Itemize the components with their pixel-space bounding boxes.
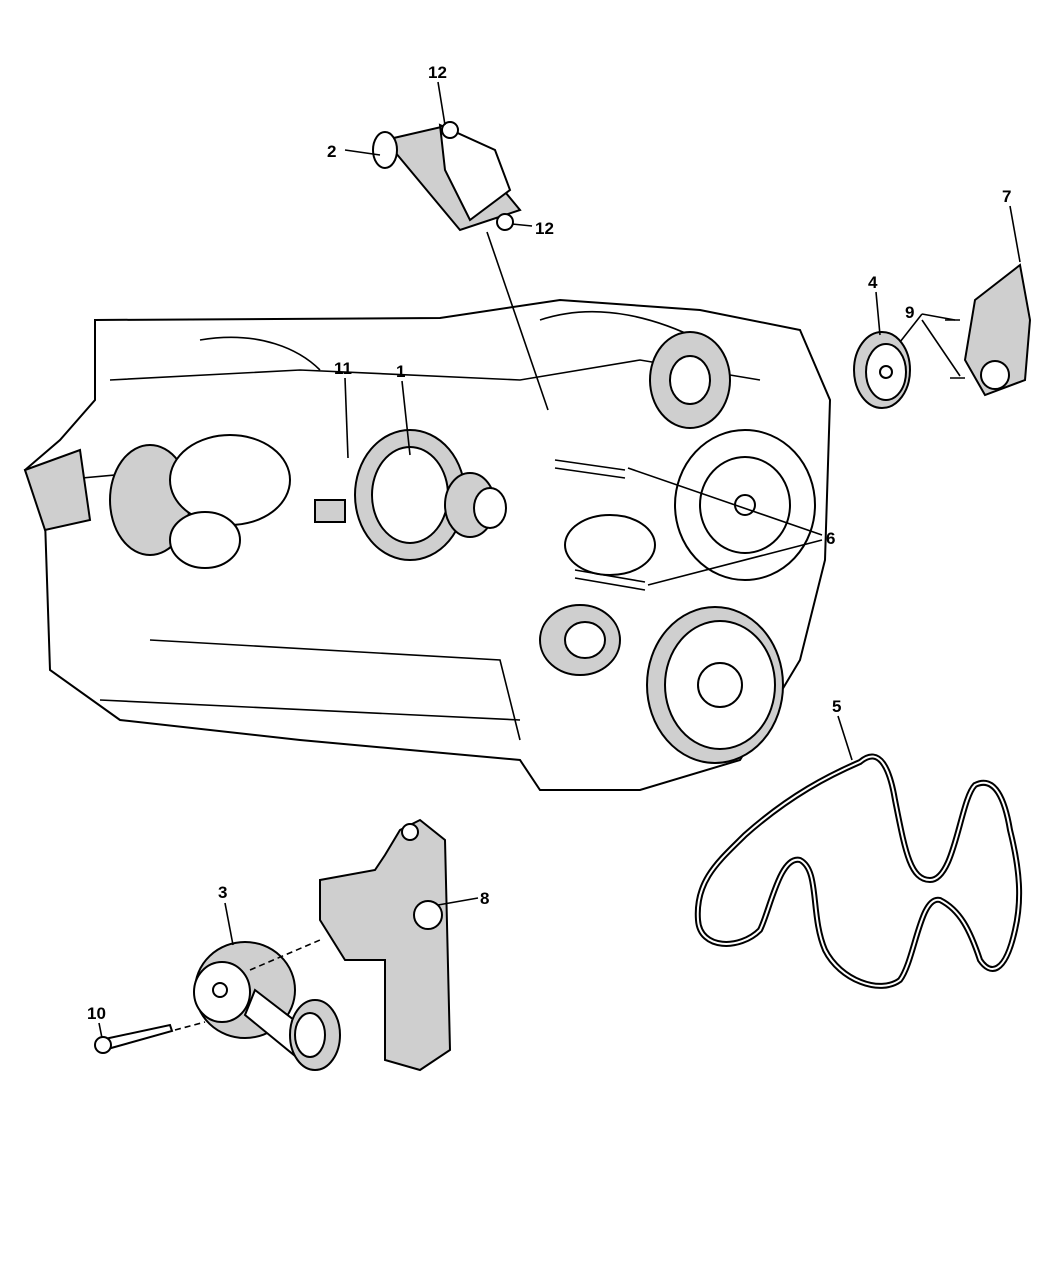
crankshaft-damper — [646, 606, 784, 764]
callout-5: 5 — [832, 697, 841, 716]
callout-6: 6 — [826, 529, 835, 548]
callout-10: 10 — [87, 1004, 106, 1023]
bracket-part-8 — [319, 818, 452, 1072]
callout-1: 1 — [396, 362, 405, 381]
callout-8: 8 — [480, 889, 489, 908]
bolt-lower — [574, 569, 646, 591]
bracket-part-2 — [372, 121, 522, 232]
bracket-part-7 — [963, 263, 1032, 397]
callout-12-right: 12 — [535, 219, 554, 238]
engine-assembly — [23, 298, 832, 791]
alternator — [314, 429, 507, 561]
callout-2: 2 — [327, 142, 336, 161]
idler-pulley-part-4 — [853, 331, 911, 409]
bolt-upper — [554, 459, 626, 479]
belt-tensioner-part-3 — [193, 941, 341, 1071]
callout-11: 11 — [334, 359, 352, 378]
fan-pulley — [674, 429, 816, 581]
callout-7: 7 — [1002, 187, 1011, 206]
callout-3: 3 — [218, 883, 227, 902]
leader-lines — [98, 81, 1021, 1039]
callout-4: 4 — [868, 273, 878, 292]
callout-12-top: 12 — [428, 63, 447, 82]
callout-9: 9 — [905, 303, 914, 322]
